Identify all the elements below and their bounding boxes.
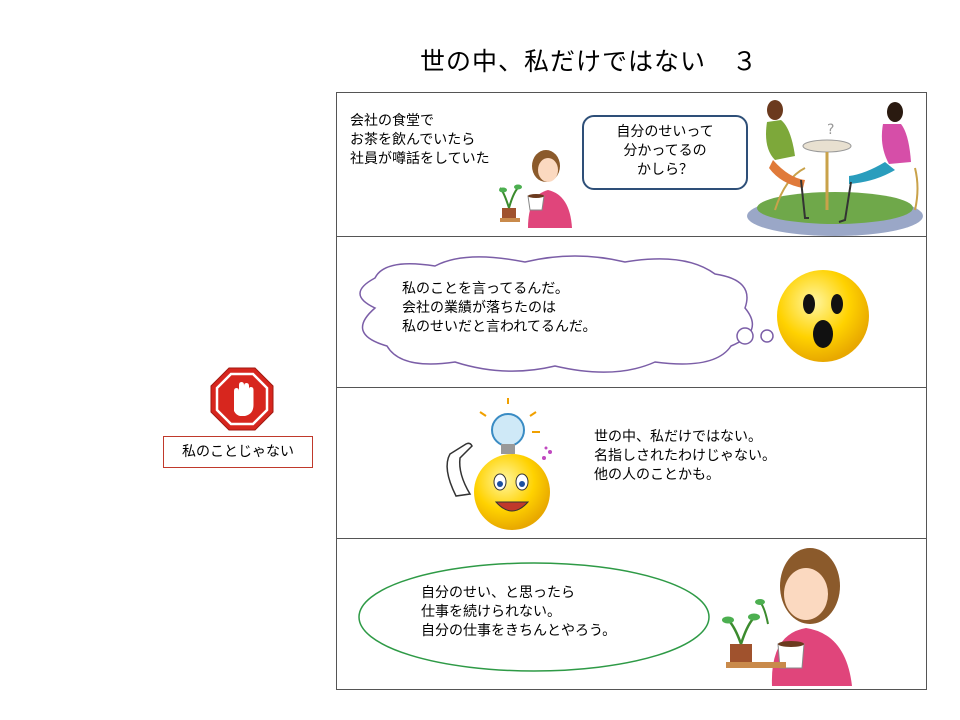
chatting-women-icon: ? (747, 100, 923, 236)
panel-3 (336, 387, 927, 539)
lightbulb-smiley-icon (446, 398, 552, 530)
panel-2-text: 私のことを言ってるんだ。 会社の業績が落ちたのは 私のせいだと言われてるんだ。 (402, 281, 597, 335)
svg-text:?: ? (827, 122, 834, 138)
stop-label: 私のことじゃない (163, 436, 313, 468)
panel-3-text: 世の中、私だけではない。 名指しされたわけじゃない。 他の人のことかも。 (594, 429, 776, 483)
woman-with-tea-icon (499, 150, 572, 228)
woman-with-tea-large-icon (722, 548, 852, 686)
page-title: 世の中、私だけではない ３ (420, 47, 759, 76)
stop-hand-icon (210, 367, 274, 431)
panel-4-text: 自分のせい、と思ったら 仕事を続けられない。 自分の仕事をきちんとやろう。 (421, 585, 617, 639)
speech-bubble: 自分のせいって 分かってるの かしら？ (582, 115, 748, 190)
green-ellipse (358, 562, 710, 672)
surprised-face-icon (777, 270, 869, 362)
thought-cloud (359, 255, 774, 373)
panel-1-text: 会社の食堂で お茶を飲んでいたら 社員が噂話をしていた (350, 113, 490, 167)
